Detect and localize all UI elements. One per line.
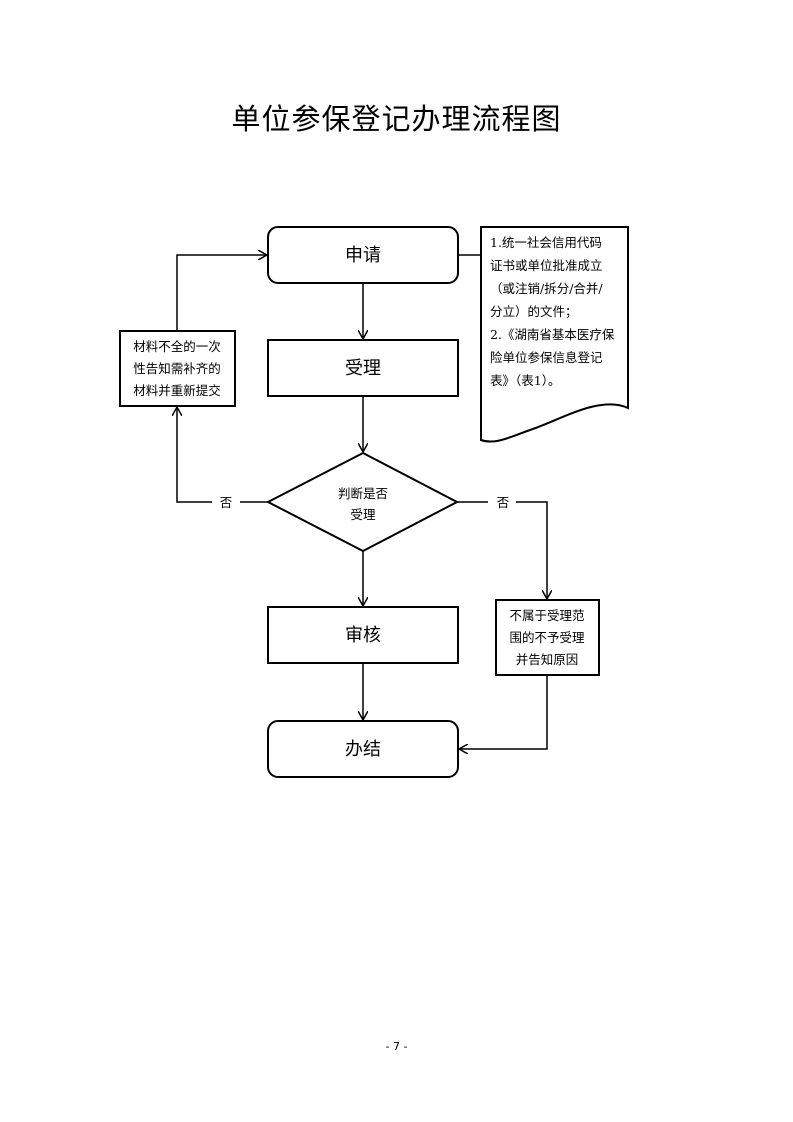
decision-label-line1: 判断是否 bbox=[338, 486, 388, 501]
documents-line4: 分立）的文件； bbox=[490, 304, 578, 319]
node-apply: 申请 bbox=[267, 226, 459, 284]
node-decision: 判断是否 受理 bbox=[265, 451, 460, 553]
resubmit-line2: 性告知需补齐的 bbox=[133, 361, 221, 376]
documents-line5: 2.《湖南省基本医疗保 bbox=[490, 327, 615, 342]
page-number: - 7 - bbox=[385, 1040, 408, 1053]
edge-label-no-right: 否 bbox=[497, 495, 510, 510]
edge-decision-reject bbox=[516, 501, 547, 598]
node-resubmit: 材料不全的一次 性告知需补齐的 材料并重新提交 bbox=[119, 330, 236, 407]
documents-line1: 1.统一社会信用代码 bbox=[490, 235, 602, 250]
edge-decision-resubmit bbox=[177, 408, 212, 503]
edge-label-no-left: 否 bbox=[220, 495, 233, 510]
edge-reject-finish bbox=[460, 675, 548, 749]
resubmit-line3: 材料并重新提交 bbox=[133, 383, 221, 398]
documents-line7: 表》（表1）。 bbox=[490, 373, 560, 388]
reject-line2: 围的不予受理 bbox=[509, 630, 585, 645]
resubmit-line1: 材料不全的一次 bbox=[133, 339, 221, 354]
node-accept: 受理 bbox=[267, 339, 459, 397]
edge-resubmit-apply bbox=[176, 255, 266, 331]
node-finish-label: 办结 bbox=[345, 739, 381, 760]
node-finish: 办结 bbox=[267, 720, 459, 778]
reject-line1: 不属于受理范 bbox=[509, 608, 584, 623]
documents-line2: 证书或单位批准成立 bbox=[490, 258, 603, 273]
reject-line3: 并告知原因 bbox=[516, 652, 579, 667]
node-review-label: 审核 bbox=[345, 625, 381, 646]
node-reject: 不属于受理范 围的不予受理 并告知原因 bbox=[495, 599, 600, 676]
node-review: 审核 bbox=[267, 606, 459, 664]
node-accept-label: 受理 bbox=[345, 358, 381, 379]
documents-line3: （或注销/拆分/合并/ bbox=[490, 281, 603, 296]
documents-line6: 险单位参保信息登记 bbox=[490, 350, 603, 365]
decision-label-line2: 受理 bbox=[350, 507, 376, 522]
page-title: 单位参保登记办理流程图 bbox=[231, 102, 562, 136]
node-apply-label: 申请 bbox=[345, 245, 381, 266]
node-documents: 1.统一社会信用代码 证书或单位批准成立 （或注销/拆分/合并/ 分立）的文件；… bbox=[480, 226, 629, 443]
